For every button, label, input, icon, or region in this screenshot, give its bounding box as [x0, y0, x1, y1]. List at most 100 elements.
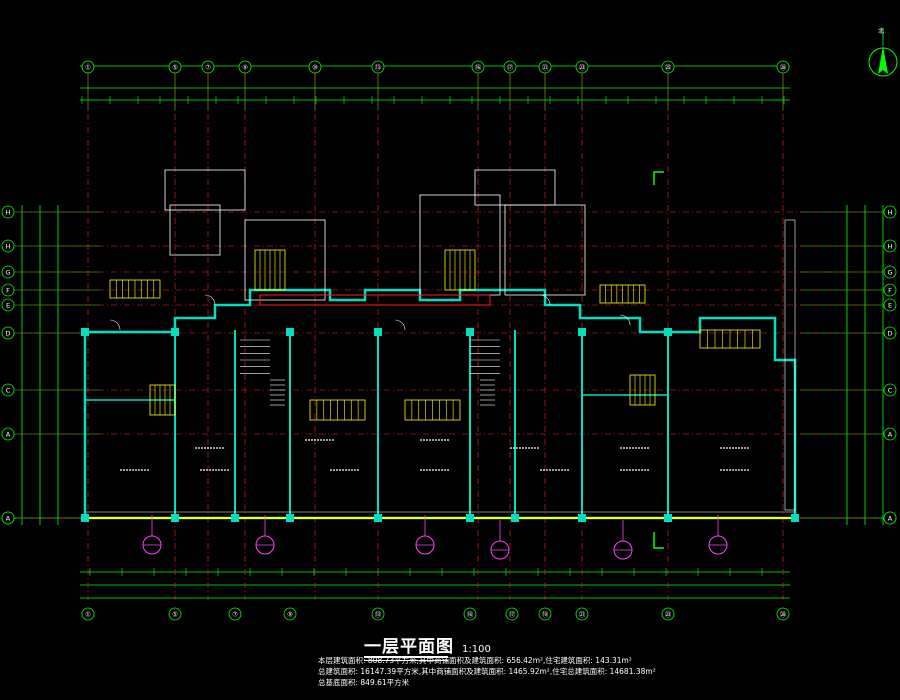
grid-bubble — [228, 607, 242, 621]
grid-bubble-label: ㉕ — [665, 64, 672, 72]
grid-bubble-label: ⑨ — [287, 611, 293, 619]
column — [664, 328, 672, 336]
grid-bubble-label: C — [888, 387, 893, 395]
plan-details — [81, 171, 799, 560]
grid-bubble-label: E — [6, 302, 10, 310]
grid-bubble-label: ⑩ — [312, 64, 318, 72]
grid-bubble — [168, 60, 182, 74]
grid-bubble — [371, 607, 385, 621]
column — [286, 328, 294, 336]
core-block — [474, 169, 556, 206]
column — [286, 514, 294, 522]
grid-bubble-label: A — [888, 431, 893, 439]
grid-bubble-label: F — [888, 287, 892, 295]
grid-bubble — [308, 60, 322, 74]
building-outline — [83, 288, 797, 520]
column — [511, 514, 519, 522]
corridor-outline — [259, 294, 491, 306]
north-label: 北 — [878, 28, 885, 35]
wall-outline — [83, 169, 797, 520]
grid-bubble-label: ⑯ — [467, 611, 474, 619]
grid-bubble — [538, 60, 552, 74]
area-notes: 本层建筑面积: 808.73平方米,其中商铺面积及建筑面积: 656.42m²,… — [318, 655, 738, 688]
grid-bubble-label: A — [6, 431, 11, 439]
core-block — [244, 219, 326, 301]
grid-bubble-label: ⑦ — [232, 611, 238, 619]
grid-bubble-label: H — [6, 209, 11, 217]
grid-bubble-label: H — [6, 243, 11, 251]
column — [171, 328, 179, 336]
north-arrow-icon — [868, 24, 898, 80]
grid-bubble — [883, 511, 897, 525]
grid-bubble — [575, 60, 589, 74]
grid-bubble-label: A — [6, 515, 11, 523]
core-block — [504, 204, 586, 296]
column — [466, 328, 474, 336]
grid-bubble — [1, 265, 15, 279]
grid-bubble — [201, 60, 215, 74]
grid-bubble — [81, 60, 95, 74]
grid-bubble — [883, 239, 897, 253]
column — [81, 328, 89, 336]
grid-bubble — [883, 427, 897, 441]
grid-bubble — [776, 607, 790, 621]
section-cut-mark — [653, 532, 664, 549]
grid-bubble — [776, 60, 790, 74]
grid-bubble-label: ⑤ — [172, 64, 178, 72]
grid-bubble-label: D — [887, 330, 892, 338]
door-swing — [204, 294, 216, 306]
note-line: 总基底面积: 849.61平方米 — [318, 678, 410, 687]
grid-bubble-label: ⑬ — [375, 611, 382, 619]
grid-bubble — [471, 60, 485, 74]
grid-bubble — [1, 326, 15, 340]
stair — [149, 384, 176, 416]
grid-bubble — [1, 205, 15, 219]
grid-bubble-label: ① — [85, 611, 91, 619]
grid-bubble-label: ⑰ — [509, 611, 516, 619]
grid-bubble-label: ⑤ — [172, 611, 178, 619]
grid-bubble — [283, 607, 297, 621]
grid-bubble-label: ⑨ — [242, 64, 248, 72]
grid-bubble-label: ⑬ — [375, 64, 382, 72]
grid-bubble — [883, 326, 897, 340]
grid-bubble-label: F — [6, 287, 10, 295]
grid-bubble-label: ⑲ — [542, 611, 549, 619]
grid-bubble — [883, 205, 897, 219]
drawing-scale: 1:100 — [462, 644, 491, 655]
column — [374, 514, 382, 522]
grid-bubble — [1, 427, 15, 441]
grid-bubble-label: ⑰ — [507, 64, 514, 72]
grid-bubble-label: H — [888, 243, 893, 251]
grid-bubble — [1, 383, 15, 397]
core-block — [164, 169, 246, 211]
grid-bubble — [883, 283, 897, 297]
grid-bubble-label: ㉘ — [780, 64, 787, 72]
grid-bubble — [81, 607, 95, 621]
grid-bubble — [883, 265, 897, 279]
column — [664, 514, 672, 522]
grid-bubble — [661, 607, 675, 621]
grid-bubble-label: A — [888, 515, 893, 523]
grid-bubble — [1, 239, 15, 253]
column — [81, 514, 89, 522]
column — [578, 514, 586, 522]
grid-lines — [20, 75, 880, 600]
grid-bubble-label: ⑦ — [205, 64, 211, 72]
page-title: 一层平面图 — [364, 637, 454, 657]
grid-bubble-label: ⑯ — [475, 64, 482, 72]
door-swing — [619, 314, 631, 326]
grid-bubble-label: ① — [85, 64, 91, 72]
grid-bubble-label: ㉘ — [780, 611, 787, 619]
grid-bubble-label: ㉓ — [665, 611, 672, 619]
door-swing — [539, 294, 551, 306]
grid-bubble — [1, 298, 15, 312]
grid-bubble-label: ㉓ — [579, 64, 586, 72]
grid-bubble — [505, 607, 519, 621]
grid-bubble-label: D — [5, 330, 10, 338]
shaft — [784, 219, 796, 511]
grid-bubble — [661, 60, 675, 74]
grid-bubble — [575, 607, 589, 621]
title-block: 一层平面图 1:100 — [318, 632, 678, 661]
door-swing — [109, 319, 121, 331]
